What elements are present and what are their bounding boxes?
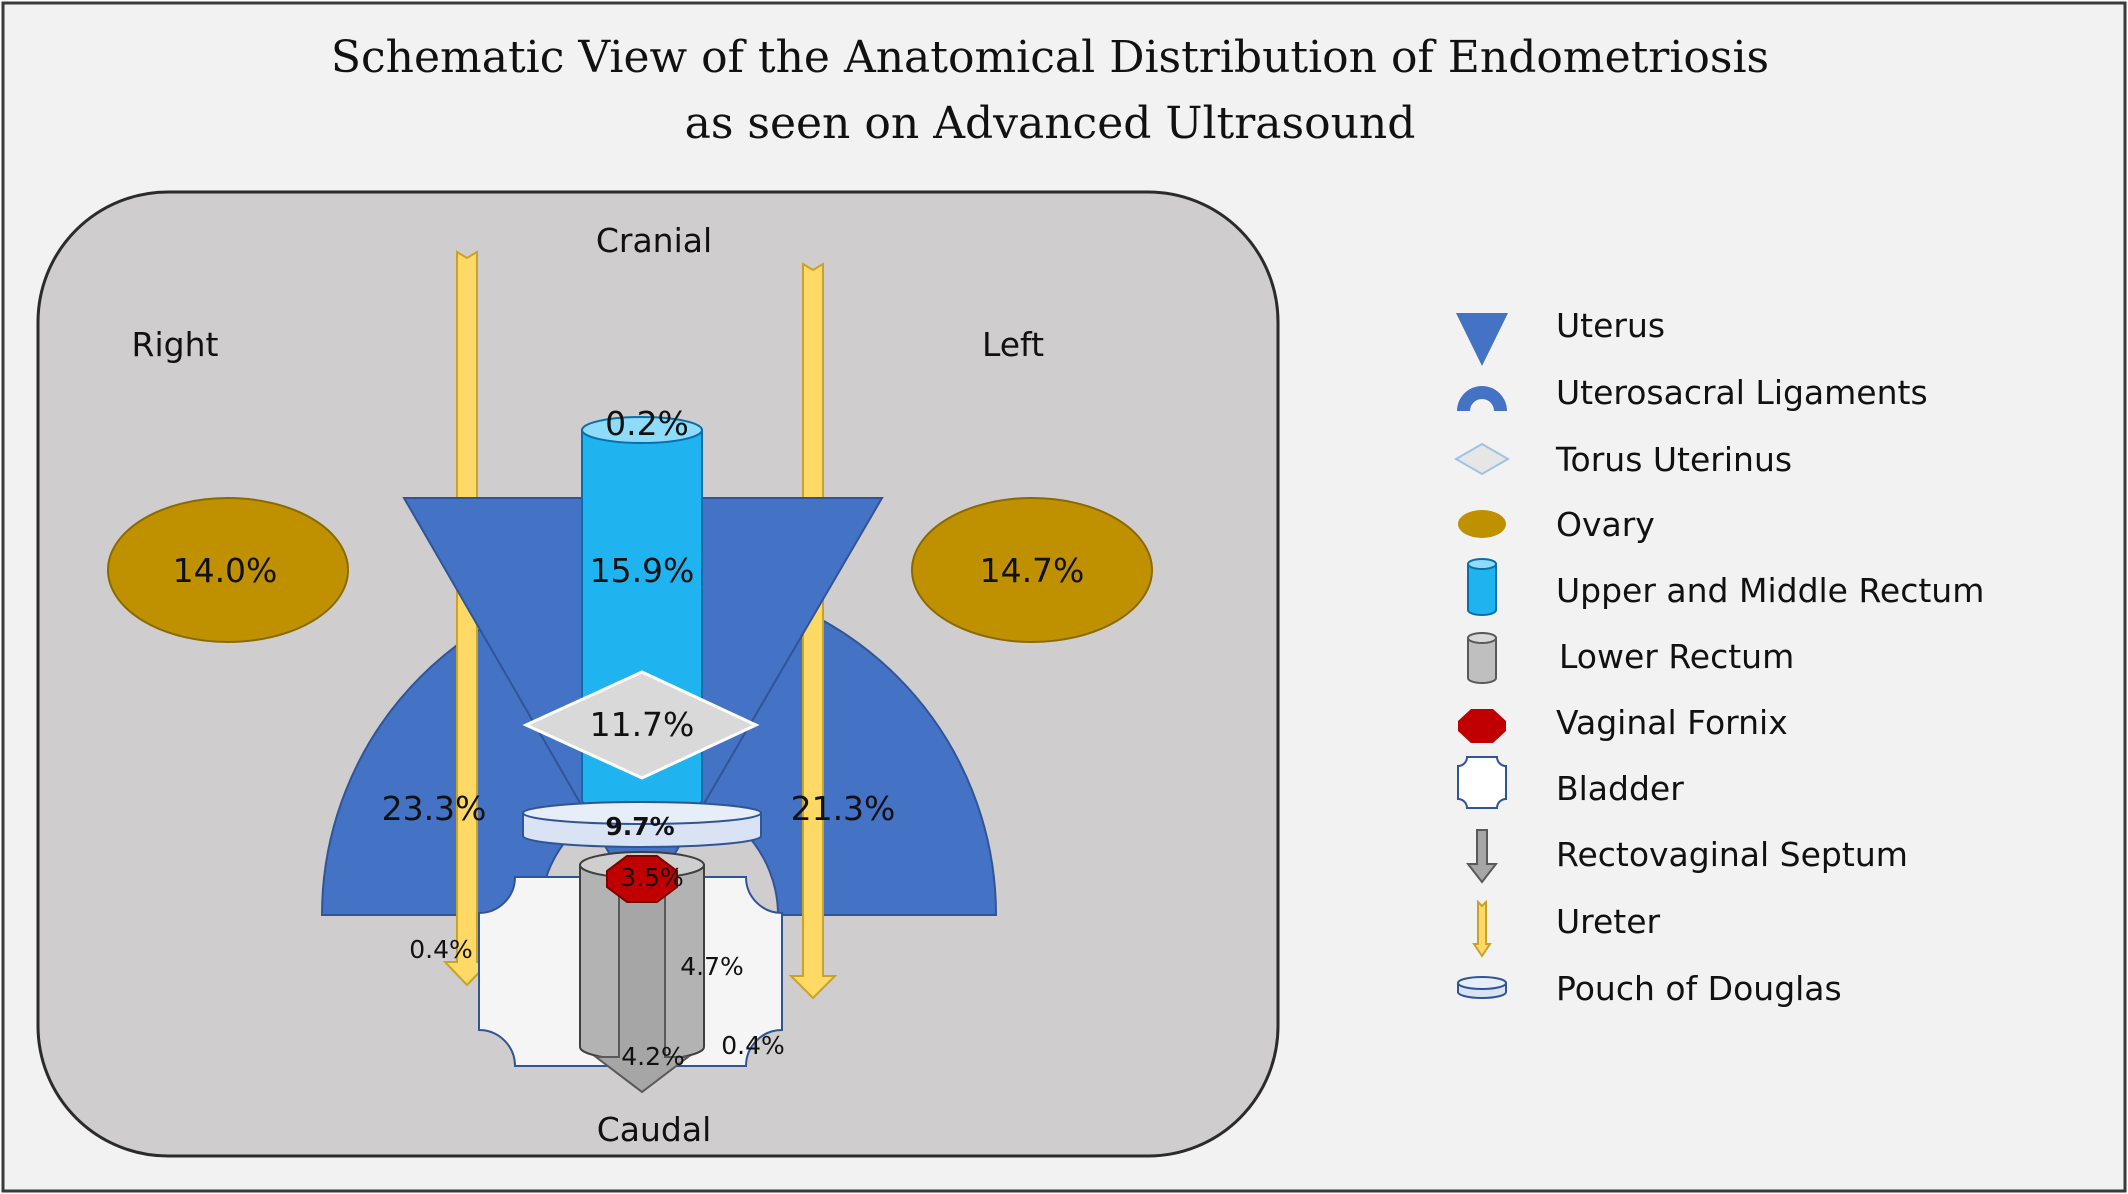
pouch-of-douglas-top <box>522 801 762 825</box>
torus-uterinus-value: 11.7% <box>590 705 695 744</box>
lower-rectum-icon-top <box>1467 632 1497 644</box>
uterosacral-left-value: 21.3% <box>791 789 896 828</box>
ureter-left <box>788 262 838 1000</box>
uterosacral-right-value: 23.3% <box>382 789 487 828</box>
ovary-right <box>107 497 349 643</box>
vaginal-fornix-value: 3.5% <box>620 863 684 892</box>
legend-label-bladder: Bladder <box>1556 769 1684 808</box>
legend-label-ovary: Ovary <box>1556 505 1655 544</box>
uterosacral-ligaments-icon <box>1457 386 1507 411</box>
ovary-right-value: 14.0% <box>173 551 278 590</box>
legend-label-rectovaginal-septum: Rectovaginal Septum <box>1556 835 1908 874</box>
rectovaginal-septum-value: 4.2% <box>621 1042 685 1071</box>
cranial-label: Cranial <box>596 221 712 260</box>
rectovaginal-septum <box>593 867 691 1094</box>
ureter-icon <box>1472 899 1492 958</box>
torus-uterinus <box>522 670 760 780</box>
ureter-right-value: 0.4% <box>409 935 473 964</box>
legend-label-ureter: Ureter <box>1556 902 1661 941</box>
upper-middle-rectum-icon <box>1467 563 1497 616</box>
left-label: Left <box>982 325 1044 364</box>
upper-rectum-top-value: 0.2% <box>605 404 689 443</box>
title-line-2: as seen on Advanced Ultrasound <box>685 98 1416 149</box>
lower-rectum-value: 4.7% <box>680 952 744 981</box>
upper-middle-rectum-icon-top <box>1467 558 1497 570</box>
legend-label-uterus: Uterus <box>1556 306 1665 345</box>
ovary-icon <box>1458 510 1506 538</box>
pouch-of-douglas-value: 9.7% <box>605 812 674 841</box>
uterus-icon <box>1456 313 1508 366</box>
rectovaginal-septum-icon <box>1465 829 1499 884</box>
right-label: Right <box>132 325 219 364</box>
legend-label-upper-middle-rectum: Upper and Middle Rectum <box>1556 571 1984 610</box>
pouch-of-douglas-icon-top <box>1457 976 1507 990</box>
torus-uterinus-icon <box>1453 442 1511 476</box>
upper-middle-rectum-top <box>581 416 703 444</box>
legend: Uterus Uterosacral Ligaments Torus Uteri… <box>1453 306 1984 1008</box>
vaginal-fornix-icon <box>1458 709 1506 743</box>
vaginal-fornix <box>606 855 678 903</box>
caudal-label: Caudal <box>597 1110 712 1149</box>
legend-label-uterosacral-ligaments: Uterosacral Ligaments <box>1556 373 1928 412</box>
bladder-icon <box>1457 756 1507 809</box>
legend-label-lower-rectum: Lower Rectum <box>1559 637 1794 676</box>
title-line-1: Schematic View of the Anatomical Distrib… <box>331 32 1769 83</box>
legend-label-vaginal-fornix: Vaginal Fornix <box>1556 703 1788 742</box>
ovary-left <box>911 497 1153 643</box>
legend-label-torus-uterinus: Torus Uterinus <box>1555 440 1792 479</box>
upper-middle-rectum-value: 15.9% <box>590 551 695 590</box>
legend-label-pouch-of-douglas: Pouch of Douglas <box>1556 969 1842 1008</box>
bladder-value: 0.4% <box>721 1031 785 1060</box>
ovary-left-value: 14.7% <box>980 551 1085 590</box>
lower-rectum-icon <box>1467 637 1497 684</box>
